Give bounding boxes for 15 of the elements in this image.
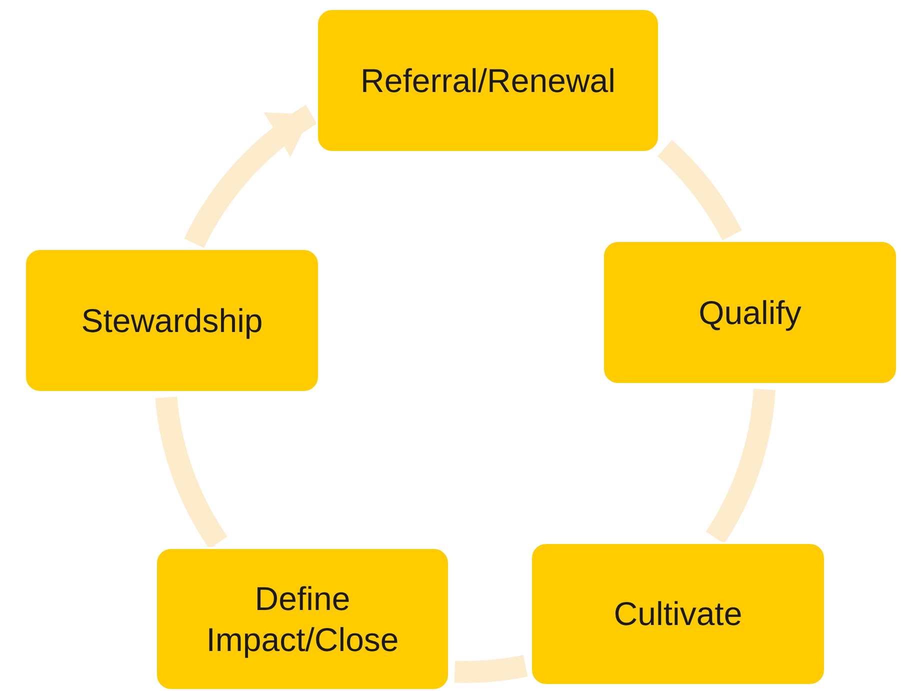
cycle-connector <box>155 396 228 548</box>
cycle-connector <box>706 388 776 544</box>
step-label: Stewardship <box>81 300 263 341</box>
step-box <box>155 547 450 691</box>
step-label: Qualify <box>698 292 802 333</box>
cycle-connector <box>454 654 528 683</box>
step-label: Referral/Renewal <box>360 60 616 101</box>
step-label: Define Impact/Close <box>205 578 400 660</box>
cycle-connector <box>657 140 742 241</box>
step-box <box>24 248 320 393</box>
cycle-arrow <box>184 105 318 249</box>
step-box <box>530 542 826 686</box>
step-box <box>316 8 660 153</box>
step-box <box>602 240 898 385</box>
step-label: Cultivate <box>614 594 742 634</box>
